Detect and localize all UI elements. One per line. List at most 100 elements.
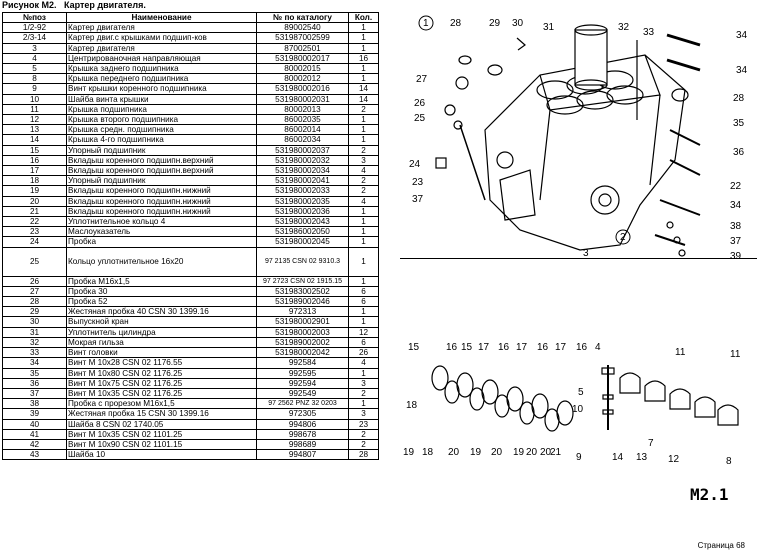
catalog-cell: 86002035: [256, 114, 349, 126]
qty-cell: 6: [348, 296, 379, 308]
callout-1: 1: [423, 18, 429, 29]
callout-13: 13: [636, 452, 648, 463]
pos-cell: 30: [2, 316, 67, 328]
callout-33: 33: [643, 27, 655, 38]
catalog-cell: 531980002003: [256, 326, 349, 338]
qty-cell: 4: [348, 165, 379, 177]
name-cell: Картер двигателя: [66, 42, 257, 54]
callout-26: 26: [414, 98, 426, 109]
catalog-cell: 87002501: [256, 42, 349, 54]
name-cell: Винт М 10х90 CSN 02 1101.15: [66, 438, 257, 451]
qty-cell: 3: [348, 408, 379, 420]
figure-title: Рисунок М2. Картер двигателя.: [2, 0, 146, 10]
name-cell: Мокрая гильза: [66, 336, 257, 349]
catalog-cell: 86002014: [256, 124, 349, 136]
name-cell: Пробка 52: [66, 296, 257, 308]
name-cell: Шайба 10: [66, 449, 257, 461]
qty-cell: 1: [348, 226, 379, 238]
callout-11a: 11: [675, 347, 686, 358]
name-cell: Крышка 4-го подшипника: [66, 134, 257, 146]
pos-cell: 3: [2, 42, 67, 54]
callout-39: 39: [730, 251, 742, 262]
name-cell: Упорный подшипник: [66, 175, 257, 187]
qty-cell: 12: [348, 326, 379, 338]
engine-block-illustration: [435, 24, 701, 257]
callout-27: 27: [416, 74, 428, 85]
name-cell: Винт М 10х28 CSN 02 1176.55: [66, 357, 257, 369]
qty-cell: 2: [348, 103, 379, 116]
pos-cell: 41: [2, 428, 67, 440]
callout-7: 7: [648, 438, 654, 449]
catalog-cell: 994806: [256, 418, 349, 430]
callout-14: 14: [612, 452, 624, 463]
name-cell: Уплотнитель цилиндра: [66, 326, 257, 338]
pos-cell: 9: [2, 83, 67, 95]
name-cell: Картер двигателя: [66, 22, 257, 34]
catalog-cell: 97 2135 CSN 02 9310.3: [256, 246, 349, 277]
pos-cell: 24: [2, 236, 67, 248]
callout-4: 4: [595, 342, 601, 353]
callout-8: 8: [726, 456, 732, 467]
pos-cell: 2/3-14: [2, 32, 67, 44]
pos-cell: 1/2-92: [2, 22, 67, 34]
engine-block-drawing: 1 28 29 30 31 32 33 34 34 27 28 26 25 35…: [403, 15, 748, 504]
parts-table: №поз Наименование № по каталогу Кол. 1/2…: [2, 11, 379, 461]
qty-cell: 1: [348, 246, 379, 277]
pos-cell: 10: [2, 93, 67, 105]
pos-cell: 13: [2, 124, 67, 136]
qty-cell: 4: [348, 357, 379, 369]
catalog-cell: 531986002050: [256, 226, 349, 238]
name-cell: Жестяная пробка 15 CSN 30 1399.16: [66, 408, 257, 420]
callout-24: 24: [409, 159, 421, 170]
qty-cell: 1: [348, 124, 379, 136]
name-cell: Крышка средн. подшипника: [66, 124, 257, 136]
catalog-cell: 992584: [256, 357, 349, 369]
figure-name: Картер двигателя.: [64, 0, 146, 10]
name-cell: Винт крышки коренного подшипника: [66, 83, 257, 95]
qty-cell: 1: [348, 236, 379, 248]
catalog-cell: 992594: [256, 377, 349, 389]
pos-cell: 32: [2, 336, 67, 349]
qty-cell: 1: [348, 134, 379, 146]
qty-cell: 1: [348, 367, 379, 379]
qty-cell: 1: [348, 398, 379, 410]
header-name: Наименование: [66, 11, 257, 24]
catalog-cell: 992595: [256, 367, 349, 379]
name-cell: Крышка заднего подшипника: [66, 63, 257, 75]
catalog-cell: 531989002046: [256, 296, 349, 308]
name-cell: Жестяная пробка 40 CSN 30 1399.16: [66, 306, 257, 318]
name-cell: Шайба 8 CSN 02 1740.05: [66, 418, 257, 430]
callout-2: 2: [620, 232, 626, 243]
name-cell: Винт М 10х80 CSN 02 1176.25: [66, 367, 257, 379]
qty-cell: 6: [348, 285, 379, 298]
name-cell: Шайба винта крышки: [66, 93, 257, 105]
catalog-cell: 531980002037: [256, 144, 349, 156]
catalog-cell: 531980002901: [256, 316, 349, 328]
qty-cell: 1: [348, 316, 379, 328]
callout-16b: 16: [498, 342, 510, 353]
name-cell: Винт головки: [66, 347, 257, 359]
top-callouts: 1 28 29 30 31 32 33 34 34 27 28 26 25 35…: [409, 15, 748, 262]
catalog-cell: 531980002035: [256, 195, 349, 207]
pos-cell: 42: [2, 438, 67, 451]
name-cell: Упорный подшипник: [66, 144, 257, 156]
callout-10: 10: [572, 404, 584, 415]
callout-34c: 34: [730, 200, 742, 211]
qty-cell: 23: [348, 418, 379, 430]
name-cell: Картер двиг.с крышками подшип-ков: [66, 32, 257, 44]
qty-cell: 26: [348, 347, 379, 359]
